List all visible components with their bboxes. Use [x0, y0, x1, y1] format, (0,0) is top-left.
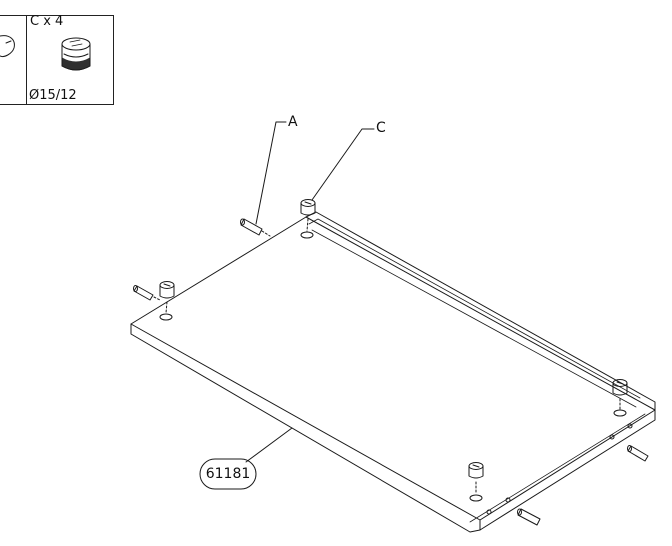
dowel-3: [627, 445, 649, 462]
cam-lock-quantity-label: C x 4: [30, 14, 64, 29]
parts-list-box: [0, 15, 114, 105]
dowel-1: [133, 285, 161, 301]
board-top-face: [130, 216, 656, 521]
cam-lock-3: [612, 379, 628, 410]
cam-lock-4: [468, 462, 484, 495]
callout-leader-c: [311, 128, 375, 201]
board-right-edge: [469, 409, 656, 531]
parts-cam-lock-icon: [61, 37, 91, 71]
part-number-bubble: [199, 427, 293, 490]
board-back-lip: [305, 211, 656, 411]
dowel-2: [240, 218, 271, 237]
dowel-4: [517, 508, 541, 526]
callout-label-c: C: [376, 120, 386, 136]
cam-lock-2: [300, 199, 316, 232]
board-front-edge: [130, 323, 481, 533]
callout-leader-a: [255, 121, 287, 225]
cam-lock-size-label: Ø15/12: [29, 88, 77, 103]
callout-label-a: A: [288, 114, 298, 130]
parts-dowel-icon: [0, 35, 15, 57]
parts-list-divider: [26, 15, 27, 105]
part-number-label: 61181: [205, 466, 251, 482]
cam-lock-1: [159, 281, 175, 314]
board-edge-holes: [486, 423, 633, 515]
cam-lock-holes: [159, 231, 627, 502]
